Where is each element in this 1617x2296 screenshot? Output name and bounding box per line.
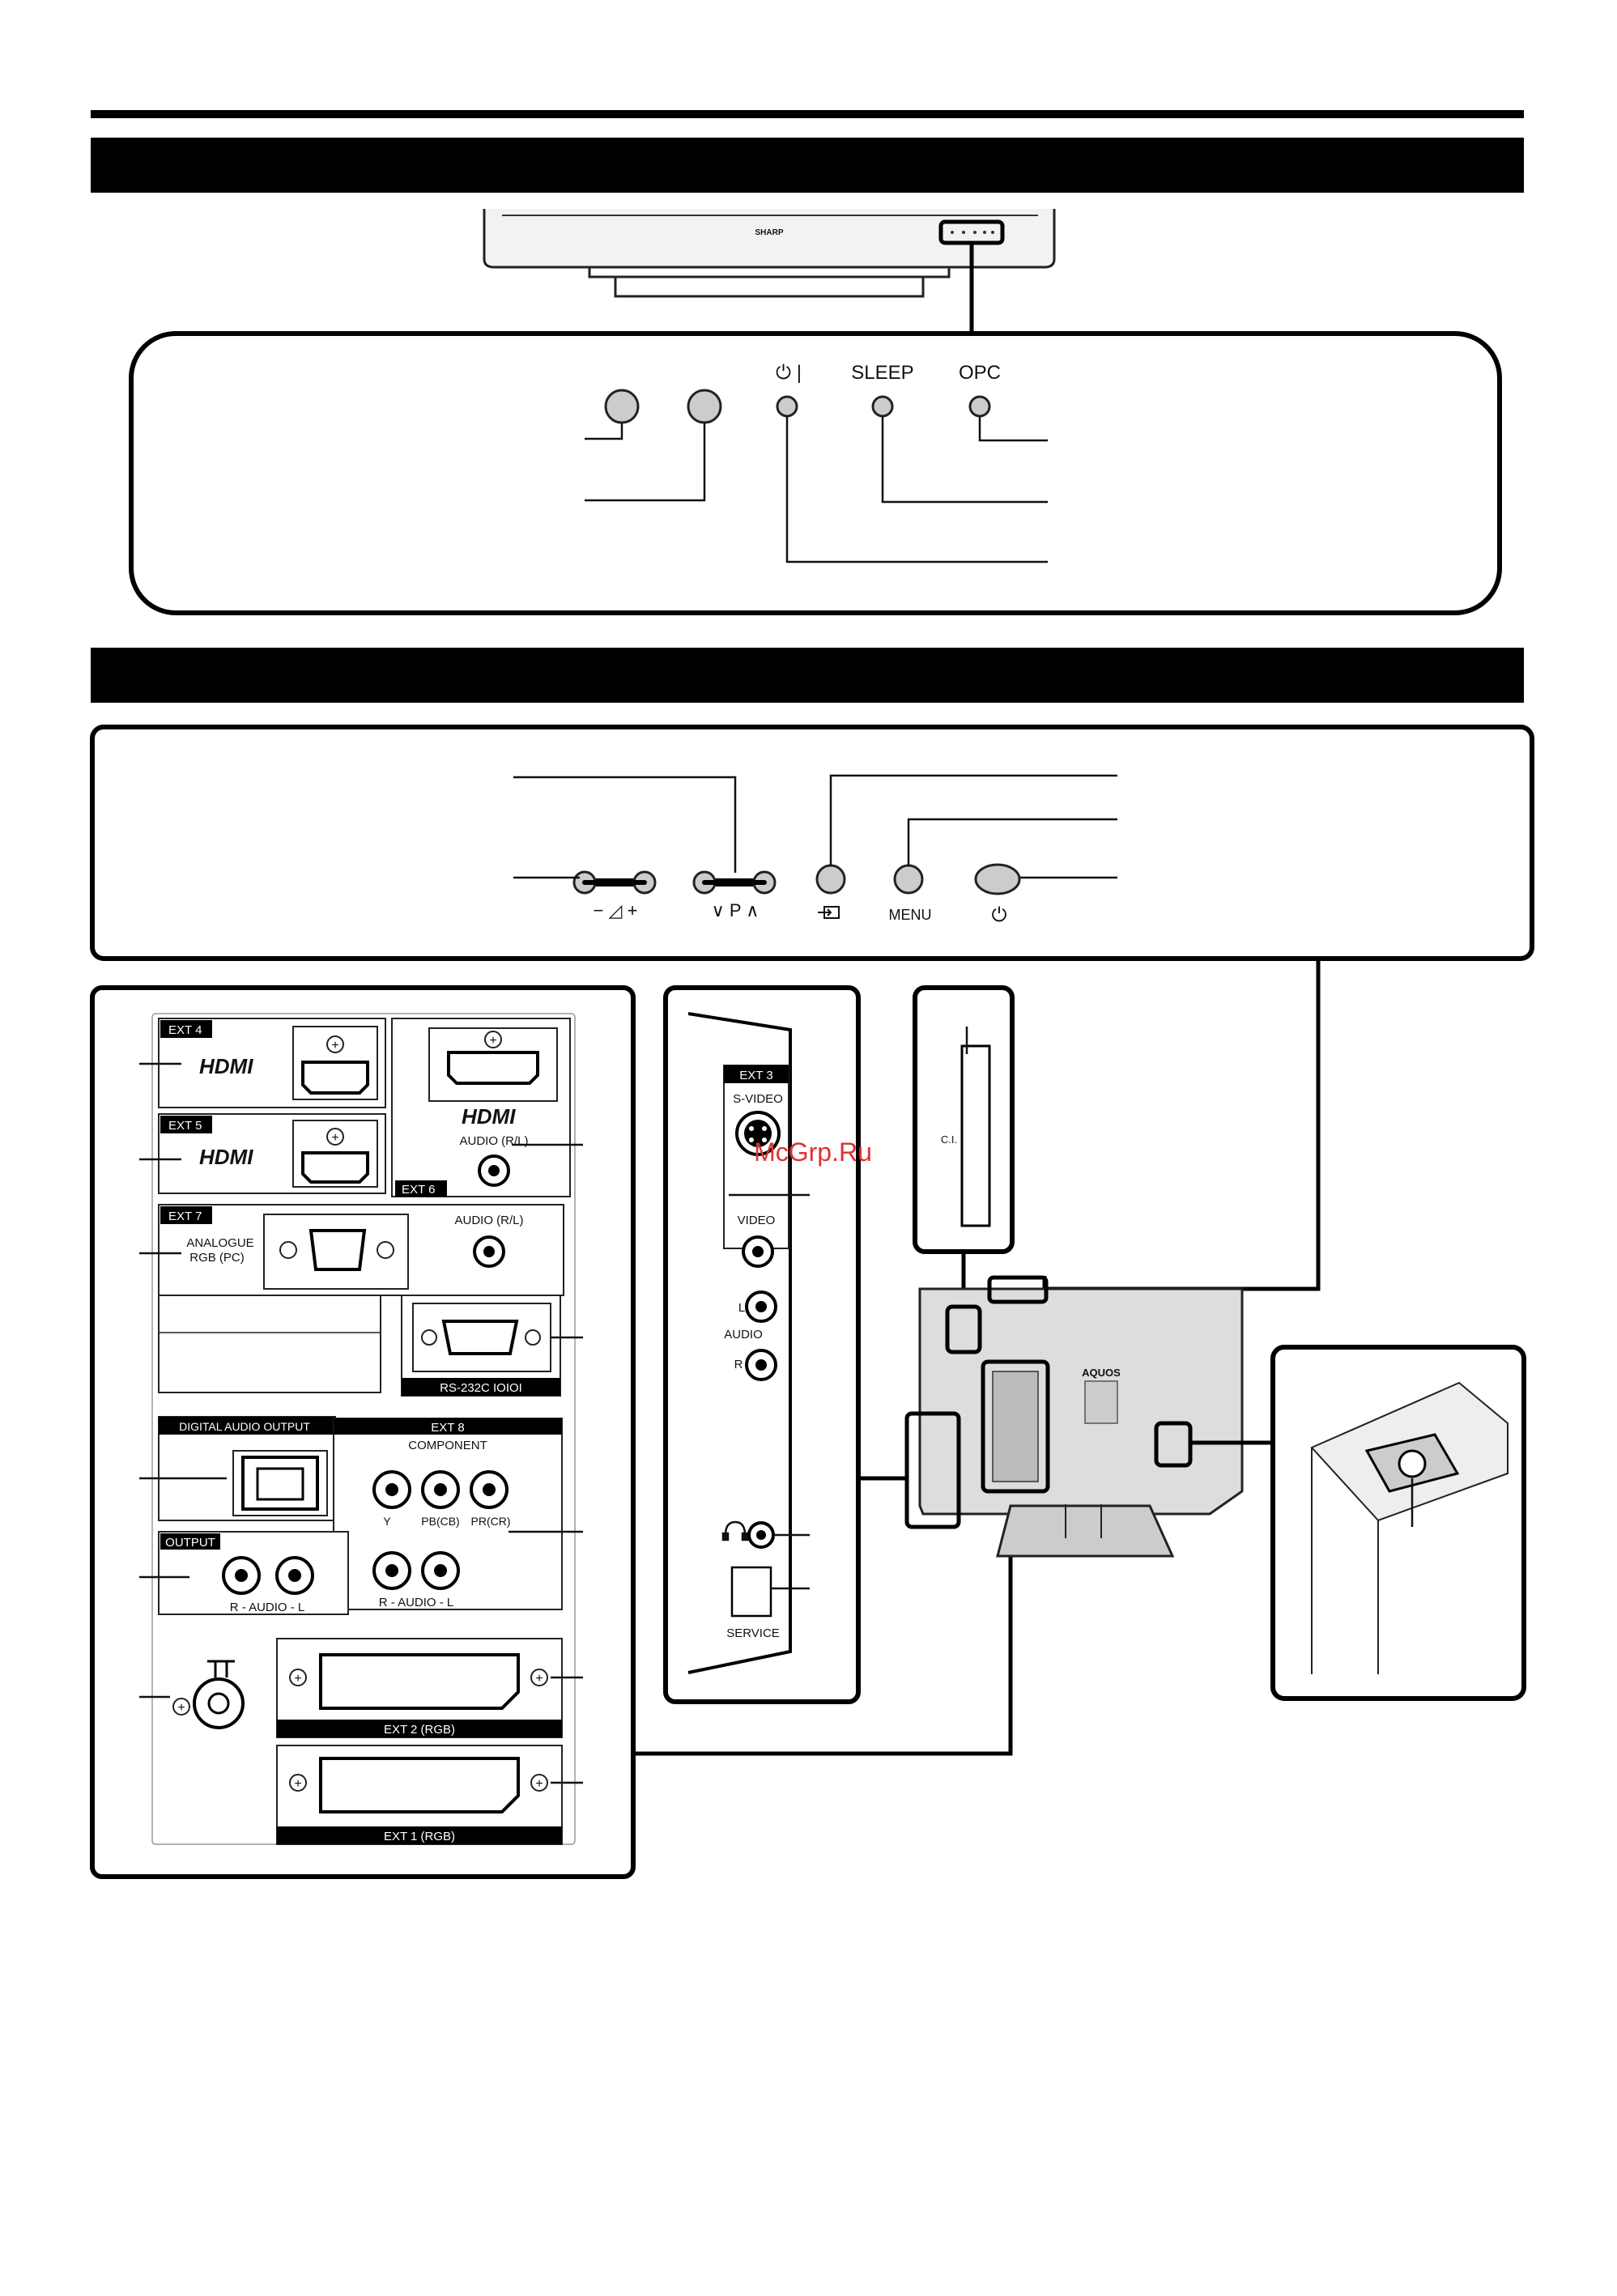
power-indicator-label: ⏻ | [776, 362, 802, 384]
output-tab: OUTPUT [165, 1536, 215, 1550]
ac-input-panel [1270, 1345, 1526, 1701]
ext4-tab: EXT 4 [168, 1023, 202, 1037]
rs232c-port[interactable] [441, 1320, 519, 1355]
watermark: McGrp.Ru [754, 1137, 872, 1167]
service-label: SERVICE [726, 1626, 780, 1640]
audio-r-label: R [734, 1358, 743, 1371]
service-port[interactable] [730, 1566, 772, 1618]
svg-text:+: + [331, 1039, 338, 1052]
ext6-audio-label: AUDIO (R/L) [459, 1134, 528, 1148]
ext6-hdmi-port[interactable] [447, 1051, 539, 1085]
ext1-scart-port[interactable] [319, 1757, 520, 1813]
ci-callout-box [945, 1304, 982, 1354]
ext5-tab: EXT 5 [168, 1119, 202, 1133]
tv-rear-view: AQUOS [904, 1275, 1244, 1558]
side-terminal-panel: EXT 3 S-VIDEO VIDEO L AUDIO R SERVICE [663, 985, 861, 1704]
component-pb-label: PB(CB) [421, 1515, 459, 1528]
rear-terminal-callout-box [981, 1359, 1050, 1494]
tv-status-indicator [687, 389, 722, 424]
channel-button[interactable] [692, 870, 777, 895]
sleep-indicator-light [871, 395, 894, 418]
section-bar-rear [91, 648, 1524, 703]
audio-label: AUDIO [724, 1328, 763, 1341]
headphone-icon [721, 1520, 749, 1541]
component-label: COMPONENT [408, 1439, 487, 1452]
volume-label: − ◿ + [594, 900, 638, 921]
ext7-tab: EXT 7 [168, 1210, 202, 1223]
section-bar-front [91, 138, 1524, 193]
volume-button[interactable] [572, 870, 657, 895]
menu-label: MENU [889, 907, 932, 923]
audio-l-label: L [738, 1301, 745, 1315]
front-indicator-panel: ⏻ | SLEEP OPC [129, 331, 1502, 615]
menu-button[interactable] [893, 864, 924, 895]
input-icon [818, 906, 840, 919]
opc-indicator-light [968, 395, 991, 418]
ci-slot-panel: C.I. [913, 985, 1015, 1254]
ext2-label: EXT 2 (RGB) [384, 1723, 455, 1737]
svideo-label: S-VIDEO [733, 1092, 783, 1106]
channel-label: ∨ P ∧ [712, 900, 760, 921]
analogue-label: ANALOGUE [186, 1236, 253, 1250]
svg-text:+: + [294, 1777, 301, 1791]
power-indicator-light [776, 395, 798, 418]
ext1-label: EXT 1 (RGB) [384, 1830, 455, 1843]
output-audio-label: R - AUDIO - L [230, 1601, 305, 1614]
video-label: VIDEO [738, 1214, 776, 1227]
input-button[interactable] [815, 864, 846, 895]
power-button[interactable] [974, 863, 1021, 895]
ext8-tab: EXT 8 [431, 1421, 464, 1435]
ci-label: C.I. [941, 1133, 957, 1146]
tv-rear-brand: AQUOS [1082, 1367, 1121, 1379]
component-y-label: Y [383, 1515, 391, 1528]
component-pr-label: PR(CR) [471, 1515, 511, 1528]
tv-front-thumbnail: SHARP [483, 209, 1056, 335]
side-terminal-callout-box [904, 1411, 961, 1529]
svg-text:+: + [535, 1672, 543, 1686]
pc-rgb-port[interactable] [309, 1229, 367, 1271]
digital-audio-output-label: DIGITAL AUDIO OUTPUT [179, 1420, 310, 1433]
rgb-pc-label: RGB (PC) [189, 1251, 245, 1265]
top-rule [91, 110, 1524, 118]
svg-text:+: + [294, 1672, 301, 1686]
brand-logo: SHARP [755, 228, 783, 237]
power-symbol-label: ⏻ [992, 904, 1007, 926]
ci-card-slot[interactable] [960, 1044, 991, 1227]
ext2-scart-port[interactable] [319, 1653, 520, 1710]
ext7-audio-label: AUDIO (R/L) [454, 1214, 523, 1227]
ext4-hdmi-port[interactable] [301, 1061, 369, 1095]
top-controls-callout-box [987, 1275, 1049, 1304]
ext3-tab: EXT 3 [739, 1069, 772, 1082]
ext5-hdmi-logo: HDMI [199, 1145, 253, 1169]
remote-sensor-indicator [604, 389, 640, 424]
opc-indicator-label: OPC [959, 362, 1001, 384]
ext5-hdmi-port[interactable] [301, 1151, 369, 1184]
svg-text:+: + [177, 1701, 185, 1715]
control-buttons-panel: − ◿ + ∨ P ∧ MENU ⏻ [90, 725, 1534, 1291]
rear-terminal-panel: EXT 4 HDMI + + HDMI AUDIO (R/L) EXT 6 EX… [90, 985, 636, 1879]
ext6-tab: EXT 6 [402, 1183, 435, 1197]
svg-text:+: + [331, 1131, 338, 1145]
rs232c-label: RS-232C IOIOI [440, 1381, 522, 1395]
ext8-audio-label: R - AUDIO - L [379, 1596, 454, 1609]
svg-text:+: + [535, 1777, 543, 1791]
sleep-indicator-label: SLEEP [851, 362, 913, 384]
ext6-hdmi-logo: HDMI [462, 1104, 516, 1129]
svg-text:+: + [489, 1034, 496, 1048]
antenna-terminal[interactable]: + [172, 1660, 245, 1729]
ext4-hdmi-logo: HDMI [199, 1054, 253, 1078]
